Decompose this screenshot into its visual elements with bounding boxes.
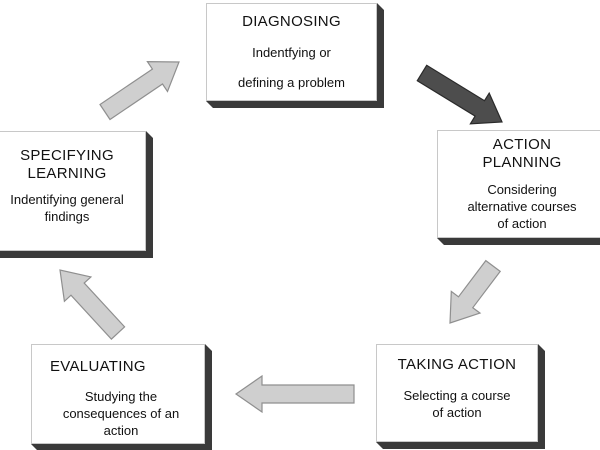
cycle-arrows [59,60,503,414]
arrow-action-planning-to-taking-action [449,259,502,324]
stage-description-line: Selecting a course [403,388,511,403]
stage-title-line: SPECIFYING [20,147,114,164]
stage-description-line: of action [432,405,482,420]
stage-title: DIAGNOSING [242,13,341,30]
stage-description-line: findings [44,209,90,224]
stage-title: EVALUATING [50,358,146,375]
box-shadows [0,3,600,450]
stage-title: TAKING ACTION [397,356,517,373]
stage-box-specifying-learning: SPECIFYING LEARNING Indentifying general… [0,131,146,251]
box-shadow-action-planning [437,238,600,245]
stage-title-line: ACTION [492,136,552,153]
arrow-evaluating-to-specifying-learning [59,269,126,340]
stage-description-line: of action [497,216,547,231]
stage-box-action-planning: ACTION PLANNING Considering alternative … [437,130,600,238]
stage-description-line: Considering [487,182,557,197]
stage-description-line: Studying the [84,389,158,404]
arrow-specifying-learning-to-diagnosing [99,60,180,121]
stage-description-line: alternative courses [467,199,577,214]
stage-description-line: consequences of an [62,406,180,421]
stage-title-line: LEARNING [27,165,107,182]
stage-description-line: Indentifying general [10,192,124,207]
stage-title-line: PLANNING [482,154,562,171]
stage-box-diagnosing: DIAGNOSING Indentfying or defining a pro… [206,3,377,101]
arrow-taking-action-to-evaluating [234,374,355,414]
stage-box-evaluating: EVALUATING Studying the consequences of … [31,344,205,444]
stage-description-line: Indentfying or [252,45,331,60]
stage-description-line: action [103,423,139,438]
stage-box-taking-action: TAKING ACTION Selecting a course of acti… [376,344,538,442]
arrow-diagnosing-to-action-planning [416,64,503,125]
stage-description-line: defining a problem [238,75,345,90]
